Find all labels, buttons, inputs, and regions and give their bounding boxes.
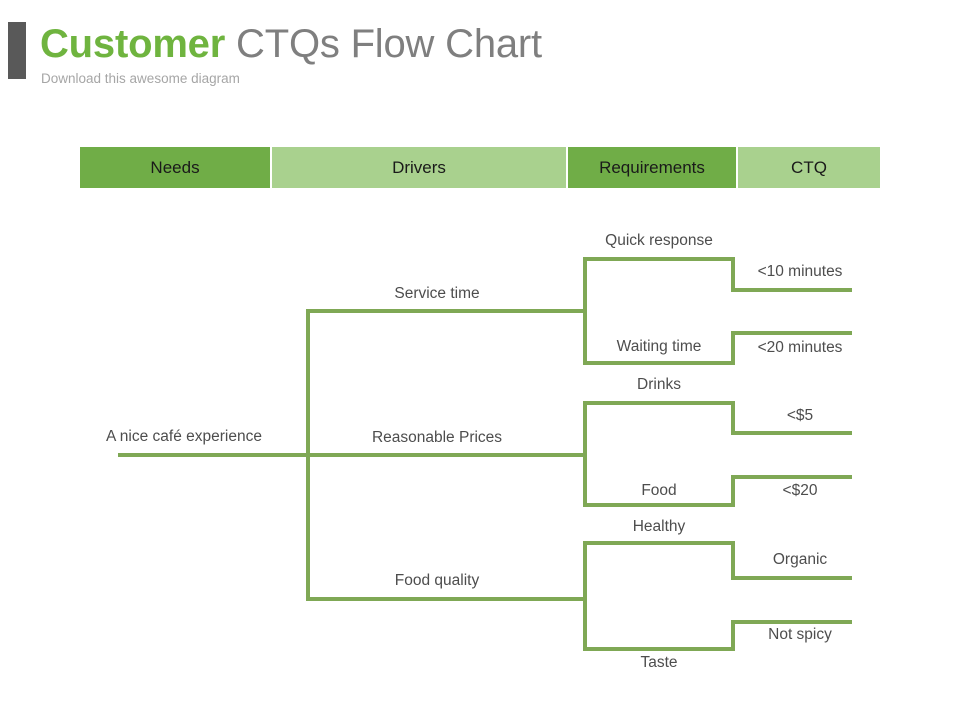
column-header-requirements[interactable]: Requirements [568,147,736,188]
requirement-group-2-spine [583,401,587,505]
requirement-6-label: Taste [640,654,678,671]
need-label: A nice café experience [106,428,262,445]
requirement-1-label: Quick response [605,232,713,249]
driver-3-line [306,597,587,601]
requirement-3-line [583,401,735,405]
ctq-1-line [731,288,852,292]
requirement-6-line [583,647,735,651]
ctq-4-line [731,475,852,479]
ctq-5-line [731,576,852,580]
driver-spine-line [306,309,310,601]
ctq-6-label: Not spicy [768,626,832,643]
requirement-group-1-spine [583,257,587,365]
requirement-1-line [583,257,735,261]
requirement-5-line [583,541,735,545]
ctq-6-line [731,620,852,624]
page-subtitle: Download this awesome diagram [41,71,240,86]
ctq-connector-2 [731,331,735,365]
ctq-connector-5 [731,541,735,580]
ctq-5-label: Organic [772,551,828,568]
ctq-connector-3 [731,401,735,435]
title-accent-bar [8,22,26,79]
ctq-connector-4 [731,475,735,507]
ctq-1-label: <10 minutes [757,263,843,280]
ctq-4-label: <$20 [782,482,818,499]
page-title: Customer CTQs Flow Chart [40,18,542,70]
ctq-connector-6 [731,620,735,651]
ctq-2-line [731,331,852,335]
root-trunk-line [118,453,585,457]
requirement-4-label: Food [641,482,677,499]
driver-3-label: Food quality [394,572,480,589]
requirement-2-line [583,361,735,365]
requirement-2-label: Waiting time [616,338,702,355]
requirement-3-label: Drinks [637,376,681,393]
column-header-drivers[interactable]: Drivers [272,147,566,188]
column-header-needs[interactable]: Needs [80,147,270,188]
column-header-ctq[interactable]: CTQ [738,147,880,188]
requirement-4-line [583,503,735,507]
ctq-3-label: <$5 [786,407,814,424]
page-title-highlight: Customer [40,22,226,66]
driver-2-label: Reasonable Prices [371,429,503,446]
requirement-5-label: Healthy [632,518,686,535]
driver-1-label: Service time [394,285,480,302]
ctq-2-label: <20 minutes [757,339,843,356]
driver-1-line [306,309,587,313]
page-title-rest: CTQs Flow Chart [225,22,542,66]
ctq-3-line [731,431,852,435]
requirement-group-3-spine [583,541,587,649]
ctq-connector-1 [731,257,735,292]
